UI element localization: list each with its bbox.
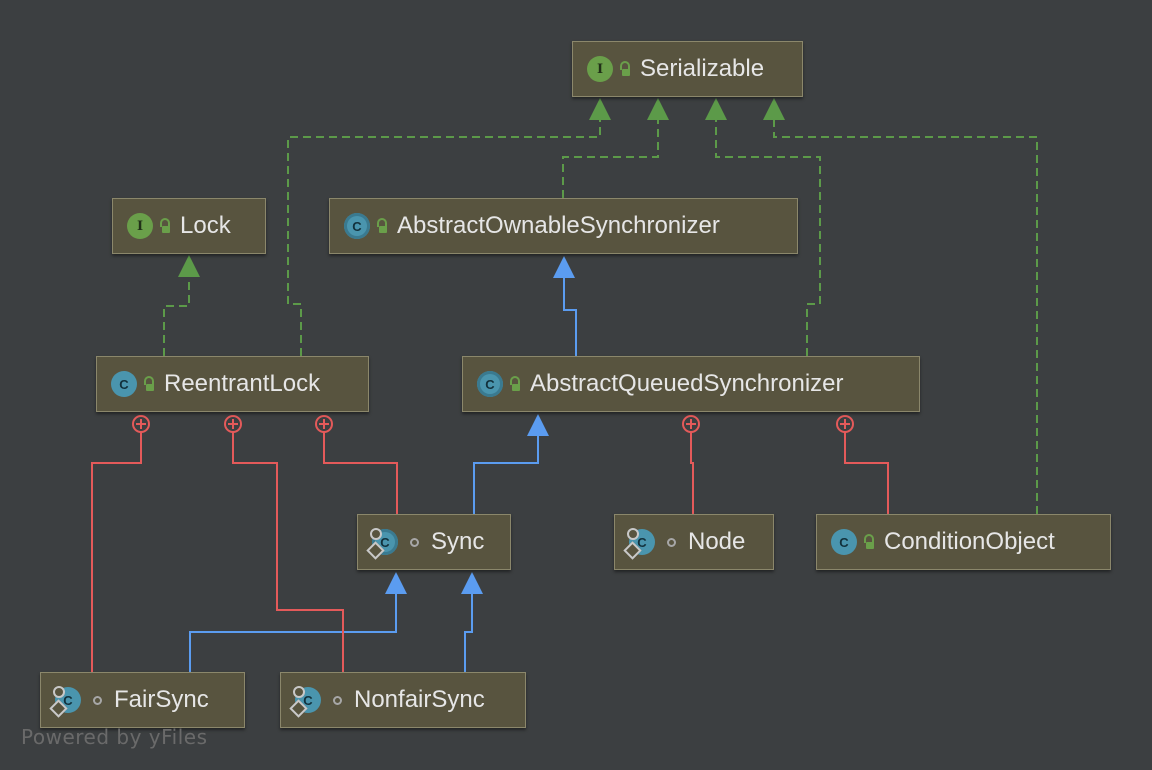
inner-class-marker xyxy=(224,415,242,433)
inner-class-edge xyxy=(232,432,344,672)
node-label: Sync xyxy=(431,528,485,555)
node-label: ConditionObject xyxy=(884,528,1055,555)
implements-arrowhead xyxy=(763,98,785,120)
serializable-node[interactable]: I Serializable xyxy=(572,41,803,97)
node-label: AbstractQueuedSynchronizer xyxy=(530,370,844,397)
implements-arrowhead xyxy=(178,255,200,277)
implements-arrowhead xyxy=(589,98,611,120)
node-label: NonfairSync xyxy=(354,686,485,713)
inner-class-marker xyxy=(682,415,700,433)
extends-arrowhead xyxy=(385,572,407,594)
circle-dot-icon xyxy=(410,537,419,547)
circle-dot-icon xyxy=(667,537,676,547)
inner-class-edge xyxy=(690,432,694,514)
fair-sync-node[interactable]: C FairSync xyxy=(40,672,245,728)
implements-arrowhead xyxy=(647,98,669,120)
watermark: Powered by yFiles xyxy=(21,725,208,749)
implements-edge xyxy=(715,117,821,356)
interface-icon: I xyxy=(127,213,153,239)
lock-node[interactable]: I Lock xyxy=(112,198,266,254)
implements-arrowhead xyxy=(705,98,727,120)
static-class-icon: C xyxy=(293,686,321,713)
implements-edge xyxy=(163,276,190,356)
node-label: Node xyxy=(688,528,746,555)
abstract-queued-synchronizer-node[interactable]: C AbstractQueuedSynchronizer xyxy=(462,356,920,412)
node-label: ReentrantLock xyxy=(164,370,321,397)
inner-class-marker xyxy=(836,415,854,433)
lock-open-icon xyxy=(144,375,154,391)
lock-open-icon xyxy=(377,217,387,233)
class-icon: C xyxy=(111,371,137,397)
reentrant-lock-node[interactable]: C ReentrantLock xyxy=(96,356,369,412)
node-label: AbstractOwnableSynchronizer xyxy=(397,212,720,239)
static-class-icon: C xyxy=(627,528,655,555)
extends-edge xyxy=(473,435,539,514)
node-node[interactable]: C Node xyxy=(614,514,774,570)
lock-open-icon xyxy=(864,533,874,549)
extends-edge xyxy=(563,277,577,356)
sync-node[interactable]: C Sync xyxy=(357,514,511,570)
inner-class-edge xyxy=(91,432,142,672)
extends-arrowhead xyxy=(461,572,483,594)
circle-dot-icon xyxy=(333,695,342,705)
node-label: Serializable xyxy=(640,55,765,82)
lock-open-icon xyxy=(510,375,520,391)
nonfair-sync-node[interactable]: C NonfairSync xyxy=(280,672,526,728)
abstract-class-icon: C xyxy=(344,213,370,239)
condition-object-node[interactable]: C ConditionObject xyxy=(816,514,1111,570)
static-class-icon: C xyxy=(53,686,81,713)
implements-edge xyxy=(773,117,1038,514)
lock-open-icon xyxy=(160,217,170,233)
extends-arrowhead xyxy=(553,256,575,278)
extends-arrowhead xyxy=(527,414,549,436)
inner-class-marker xyxy=(132,415,150,433)
inner-class-marker xyxy=(315,415,333,433)
static-abstract-class-icon: C xyxy=(370,528,398,555)
circle-dot-icon xyxy=(93,695,102,705)
extends-edge xyxy=(189,592,397,672)
lock-open-icon xyxy=(620,60,630,76)
node-label: Lock xyxy=(180,212,231,239)
abstract-ownable-synchronizer-node[interactable]: C AbstractOwnableSynchronizer xyxy=(329,198,798,254)
node-label: FairSync xyxy=(114,686,209,713)
implements-edge xyxy=(287,117,601,356)
abstract-class-icon: C xyxy=(477,371,503,397)
implements-edge xyxy=(562,117,659,198)
inner-class-edge xyxy=(323,432,398,514)
extends-edge xyxy=(464,592,473,672)
interface-icon: I xyxy=(587,56,613,82)
inner-class-edge xyxy=(844,432,889,514)
class-icon: C xyxy=(831,529,857,555)
